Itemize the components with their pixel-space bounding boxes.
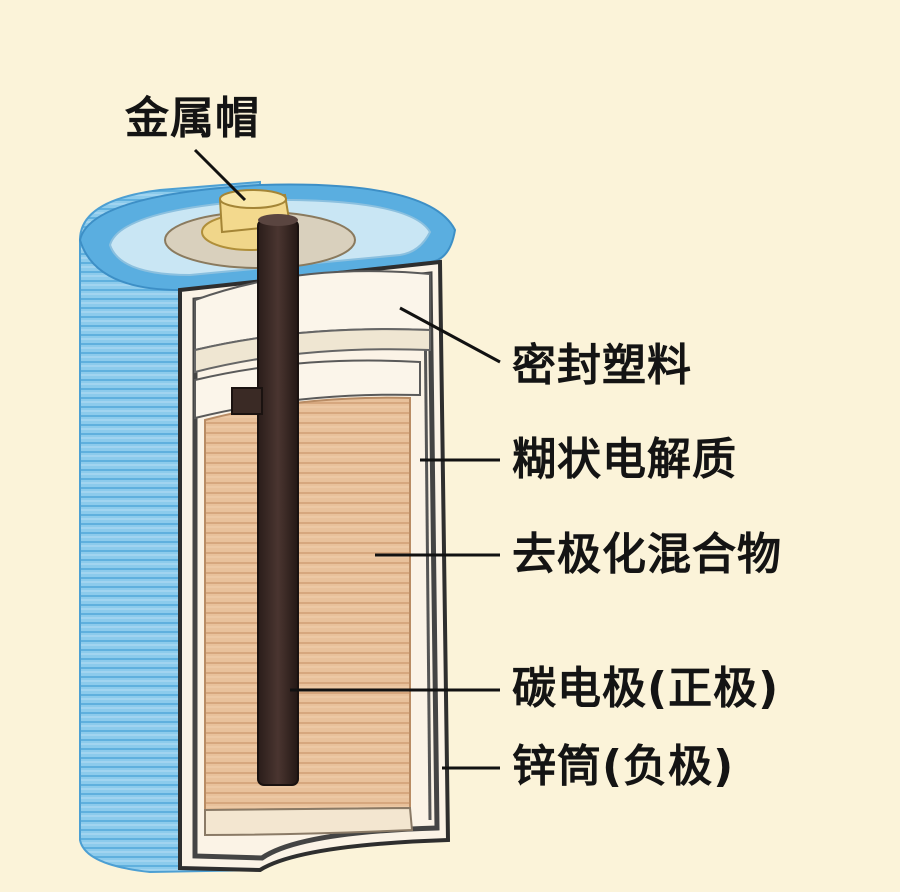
leader-sealing-plastic bbox=[399, 306, 501, 364]
label-sealing-plastic: 密封塑料 bbox=[512, 340, 692, 391]
leader-metal-cap bbox=[193, 148, 247, 202]
label-zinc-can: 锌筒(负极) bbox=[512, 741, 735, 792]
leader-lines bbox=[193, 148, 501, 770]
label-depolarizer-mix: 去极化混合物 bbox=[512, 529, 782, 580]
carbon-rod bbox=[231, 214, 299, 786]
label-carbon-electrode: 碳电极(正极) bbox=[512, 663, 780, 714]
label-paste-electrolyte: 糊状电解质 bbox=[512, 434, 737, 485]
label-metal-cap: 金属帽 bbox=[125, 93, 260, 144]
depolarizer-mix bbox=[204, 396, 414, 837]
